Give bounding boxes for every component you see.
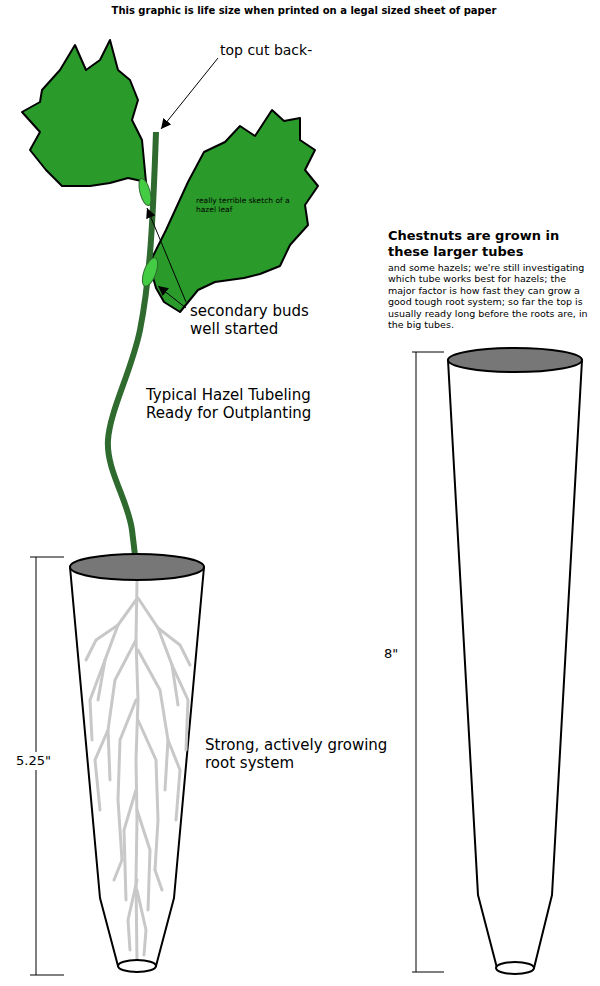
leader-arrow — [161, 58, 218, 129]
leaf-note: really terrible sketch of a hazel leaf — [196, 196, 296, 214]
hazel-stem — [108, 132, 156, 582]
tube-opening — [448, 348, 582, 372]
leader-arrow — [158, 286, 186, 308]
tube-drain — [118, 960, 156, 972]
dimension-bracket — [412, 352, 444, 972]
hazel-leaf — [150, 110, 318, 312]
dimension-label: 5.25" — [14, 752, 53, 770]
callout-label: Strong, actively growing root system — [205, 736, 420, 772]
root-system — [86, 582, 190, 962]
callout-label: top cut back- — [220, 42, 350, 59]
callout-label: secondary buds well started — [190, 302, 340, 338]
tube-opening — [70, 554, 204, 580]
dimension-label: 8" — [382, 645, 400, 663]
hazel-leaf — [22, 40, 146, 186]
tube-body — [448, 360, 582, 968]
section-heading: Chestnuts are grown in these larger tube… — [388, 228, 583, 259]
page-title: This graphic is life size when printed o… — [4, 5, 600, 17]
tube-drain — [496, 962, 534, 974]
secondary-bud — [139, 256, 161, 288]
caption-label: Typical Hazel Tubeling Ready for Outplan… — [146, 386, 356, 422]
secondary-bud — [137, 177, 154, 207]
note-text: and some hazels; we're still investigati… — [388, 262, 594, 330]
leader-arrow — [147, 208, 186, 302]
tube-body — [70, 567, 204, 966]
